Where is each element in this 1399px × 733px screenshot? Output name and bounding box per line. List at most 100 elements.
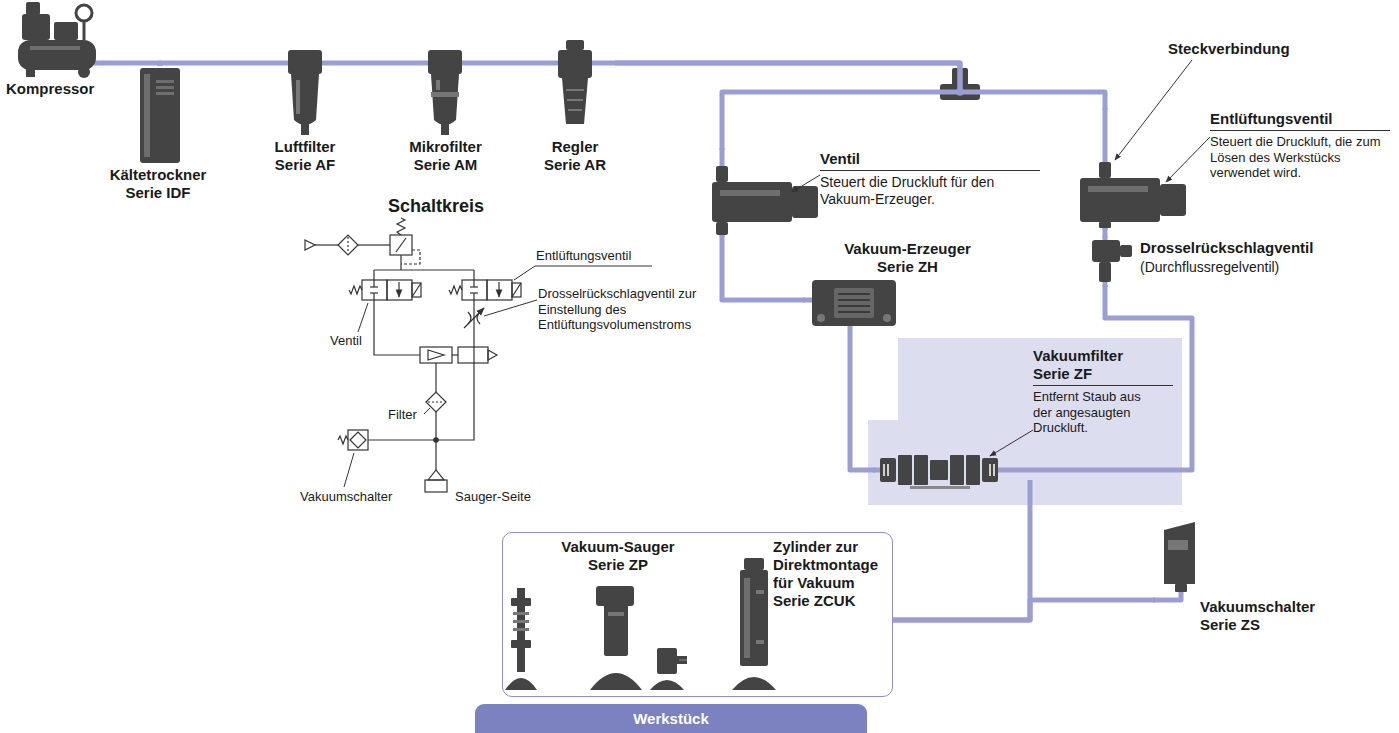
vacuum-switch-icon: [1164, 522, 1195, 584]
component-label: Entlüftungsventil: [1210, 110, 1390, 128]
air-pipe: [615, 63, 1105, 110]
ejector-icon: [883, 314, 891, 322]
circuit-symbol: [390, 235, 412, 255]
dryer-icon: [156, 92, 174, 95]
compressor: Kompressor: [2, 2, 102, 98]
text-block: (Durchflussregelventil): [1140, 259, 1340, 276]
dryer-icon: [140, 68, 180, 163]
circuit-label: Drosselrückschlagventil zur Einstellung …: [538, 286, 710, 333]
vacuum-pad-icon: [677, 656, 687, 664]
vacuum-filter-icon: [989, 464, 991, 476]
regulator-icon: [567, 99, 583, 101]
regulator-icon: [562, 78, 588, 124]
component-label: Vakuum-Erzeuger Serie ZH: [835, 240, 980, 276]
circuit-symbol: [398, 282, 399, 297]
circuit-label: Sauger-Seite: [455, 489, 531, 505]
flow-control-icon: [1092, 240, 1132, 282]
leader-line: [1166, 137, 1210, 182]
air-filter-icon: [291, 74, 319, 125]
pipe-stub: [998, 468, 1182, 473]
component-label: Vakuumfilter Serie ZF: [1033, 347, 1133, 383]
circuit-symbol: [498, 282, 499, 297]
workpiece-bar: Werkstück: [475, 704, 867, 733]
compressor-icon: [26, 69, 35, 77]
ejector-icon: [838, 299, 870, 301]
circuit-symbol: [373, 293, 374, 300]
circuit-symbol: [436, 300, 474, 440]
vacuum-pad-icon: [511, 598, 531, 606]
component-label: Kältetrockner Serie IDF: [103, 166, 213, 202]
circuit-symbol: [512, 283, 521, 297]
vacuum-filter-icon: [880, 458, 896, 482]
heading-rule: Ventil: [820, 150, 1040, 171]
text-block: Vakuumschalter Serie ZS: [1200, 598, 1324, 634]
regulator-icon: [558, 40, 592, 124]
regulator-icon: [566, 89, 584, 91]
circuit-symbol: [347, 237, 348, 253]
micro-filter-icon: [436, 80, 440, 90]
valve-icon: [716, 166, 728, 182]
micro-filter-icon: [431, 74, 459, 125]
circuit-symbol: [470, 286, 478, 287]
cylinder-icon: [732, 558, 776, 690]
circuit-label: Ventil: [330, 333, 362, 349]
circuit-symbol: [452, 354, 458, 355]
circuit-symbol: [434, 438, 438, 442]
dryer-icon: [144, 74, 150, 157]
component-note: Steuert die Druckluft für den Vakuum-Erz…: [820, 174, 1035, 208]
leader-line: [344, 60, 1210, 487]
circuit-symbol: [370, 286, 378, 287]
vacuum-pad-icon: [505, 588, 537, 690]
compressor-icon: [83, 21, 86, 40]
release-valve-icon: [1080, 178, 1160, 222]
vacuum-pad-icon: [513, 620, 529, 623]
valve-icon: [712, 166, 818, 235]
circuit-symbol: [412, 283, 421, 297]
air-filter-icon: [296, 80, 300, 114]
air-pipe: [498, 61, 535, 66]
flow-control-valve: Drosselrückschlagventil (Durchflussregelv…: [1085, 238, 1345, 285]
release-valve-icon: [1160, 184, 1186, 216]
circuit-symbol: [374, 300, 420, 355]
leader-line: [424, 408, 430, 414]
air-pipe: [893, 600, 1155, 620]
vacuum-filter-icon: [930, 460, 948, 480]
vacuum-filter-icon: [883, 464, 885, 476]
leader-line: [358, 303, 368, 332]
circuit-symbol: [412, 283, 421, 297]
vacuum-pad-icon: [679, 659, 687, 661]
regulator: Regler Serie AR: [535, 40, 615, 174]
vacuum-pad-icon: [511, 640, 531, 648]
circuit-symbol: [464, 308, 484, 328]
air-filter-icon: [288, 50, 322, 74]
leader-line: [792, 175, 820, 192]
circuit-heading: Schaltkreis: [388, 196, 484, 218]
leader-line: [344, 453, 354, 487]
ejector-icon: [838, 305, 870, 307]
text-block: Kältetrockner Serie IDF: [103, 166, 213, 202]
circuit-symbol: [488, 350, 497, 360]
air-filter-icon: [301, 124, 309, 135]
circuit-symbol: [420, 347, 452, 363]
component-label: Kompressor: [6, 80, 102, 98]
air-filter-icon: [288, 50, 322, 135]
text-block: Drosselrückschlagventil: [1140, 239, 1340, 257]
vacuum-switch-icon: [1168, 540, 1188, 550]
air-pipe: [1105, 285, 1192, 470]
highlight-panel: [868, 338, 1182, 505]
component-label: Vakuum-Sauger Serie ZP: [548, 538, 688, 574]
valve-icon: [720, 190, 780, 196]
compressor-icon: [18, 40, 96, 70]
vacuum-filter-icon: [966, 455, 980, 485]
micro-filter-icon: [431, 92, 459, 97]
circuit-symbol: [428, 470, 444, 480]
air-pipe: [850, 334, 875, 470]
micro-filter-icon: [428, 50, 462, 74]
circuit-label: Filter: [388, 407, 417, 423]
circuit-label: Entlüftungsventil: [536, 248, 631, 264]
cylinder-icon: [732, 677, 776, 690]
air-pipe: [615, 63, 960, 150]
air-pipe: [722, 235, 805, 300]
